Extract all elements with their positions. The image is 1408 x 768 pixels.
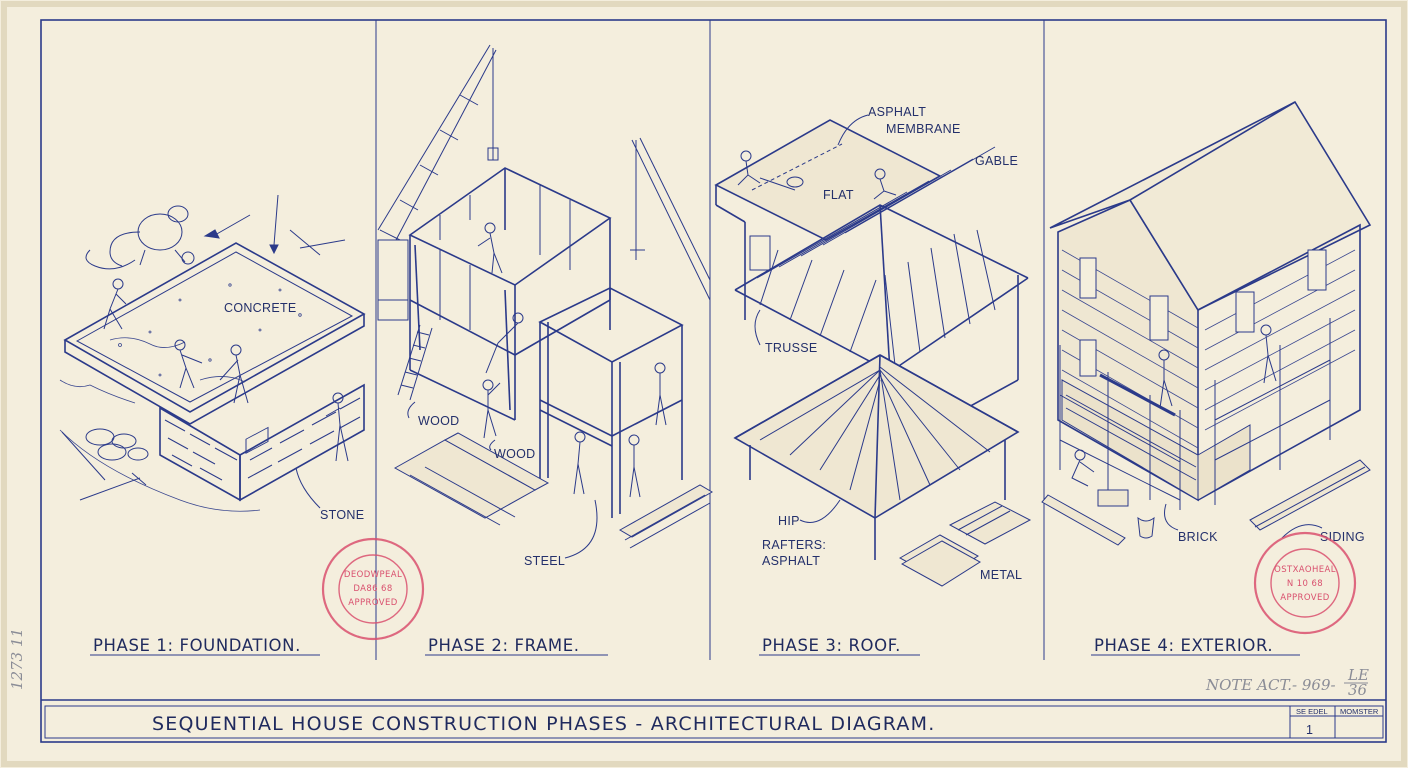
pencil-note-numerator: LE [1347, 666, 1369, 684]
label-metal: METAL [980, 568, 1022, 582]
title-block-col1-label: SE EDEL [1296, 707, 1328, 716]
label-membrane: MEMBRANE [886, 122, 961, 136]
label-hip: HIP [778, 514, 800, 528]
sheet-border [40, 19, 1387, 743]
svg-text:OSTXAOHEAL: OSTXAOHEAL [1274, 565, 1336, 575]
sheet-title: SEQUENTIAL HOUSE CONSTRUCTION PHASES - A… [152, 713, 935, 735]
phase-1-illustration [59, 194, 366, 512]
phase-3-illustration [714, 114, 1032, 587]
label-wood-2: WOOD [494, 447, 535, 461]
approval-stamp-2: OSTXAOHEAL N 10 68 APPROVED [1253, 531, 1357, 635]
label-wood-1: WOOD [418, 414, 459, 428]
phase-2-illustration [377, 44, 714, 559]
label-concrete: CONCRETE [224, 301, 297, 315]
approval-stamp-1: DEODWPEAL DA86 68 APPROVED [321, 537, 425, 641]
title-block-col2-label: MOMSTER [1340, 707, 1379, 716]
svg-text:DEODWPEAL: DEODWPEAL [344, 570, 402, 580]
pencil-note: NOTE ACT.- 969- [1205, 676, 1336, 694]
phase-1-title: PHASE 1: FOUNDATION. [93, 636, 301, 655]
label-rafters-asphalt: ASPHALT [762, 554, 820, 568]
pencil-note-denominator: 36 [1348, 681, 1368, 699]
svg-text:APPROVED: APPROVED [348, 598, 397, 608]
svg-text:DA86 68: DA86 68 [353, 584, 392, 594]
label-rafters: RAFTERS: [762, 538, 826, 552]
margin-mark: 1273 11 [8, 628, 26, 690]
label-gable: GABLE [975, 154, 1018, 168]
label-stone: STONE [320, 508, 364, 522]
phase-4-illustration [1041, 100, 1372, 546]
svg-text:APPROVED: APPROVED [1280, 593, 1329, 603]
svg-text:N 10 68: N 10 68 [1287, 579, 1323, 589]
title-bar [44, 705, 1384, 739]
phase-3-title: PHASE 3: ROOF. [762, 636, 901, 655]
phase-2-title: PHASE 2: FRAME. [428, 636, 580, 655]
label-steel: STEEL [524, 554, 565, 568]
title-block-col1-value: 1 [1306, 723, 1313, 737]
phase-4-title: PHASE 4: EXTERIOR. [1094, 636, 1273, 655]
label-trusse: TRUSSE [765, 341, 818, 355]
label-flat: FLAT [823, 188, 854, 202]
label-asphalt: ASPHALT [868, 105, 926, 119]
label-brick: BRICK [1178, 530, 1218, 544]
